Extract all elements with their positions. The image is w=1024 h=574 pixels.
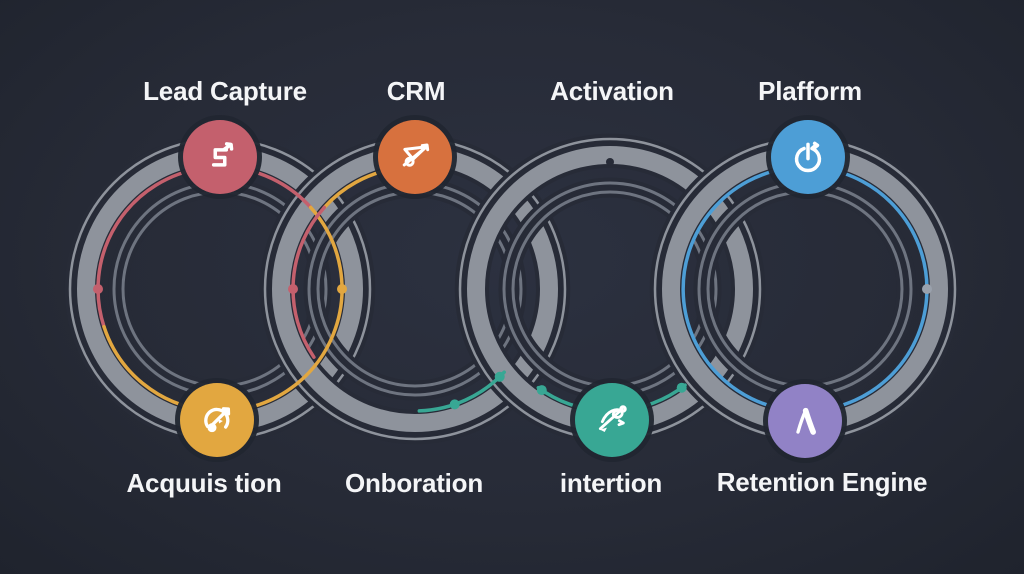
ring-1-accent-arc-red	[96, 166, 205, 329]
ring-3-top-notch	[606, 158, 614, 166]
badge-crm	[378, 120, 452, 194]
ring-2-accent-dot-red	[288, 284, 298, 294]
label-platform: Plafform	[758, 76, 862, 106]
ring-1-accent-dot-yellow	[337, 284, 347, 294]
platform-power-icon	[794, 141, 822, 173]
ring-2-accent-arc-red	[291, 205, 327, 359]
ring-4-accent-arc-blue	[681, 166, 794, 413]
ring-2-accent-dot-teal	[494, 371, 505, 382]
acquisition-gauge-icon	[204, 407, 231, 433]
badge-integration	[575, 383, 649, 457]
ring-3-accent-dot-teal	[676, 382, 687, 393]
label-onboarding: Onboration	[344, 468, 484, 498]
retention-lambda-icon	[796, 407, 816, 435]
badge-retention	[768, 384, 842, 458]
ring-1-accent-dot-red	[93, 284, 103, 294]
label-activation: Activation	[550, 76, 674, 106]
label-lead-capture: Lead Capture	[143, 76, 307, 106]
label-acquisition: Acquuis tion	[126, 468, 282, 498]
badge-platform	[771, 120, 845, 194]
ring-4-inner-circle	[697, 181, 913, 397]
label-crm: CRM	[386, 76, 446, 106]
label-integration: intertion	[559, 468, 663, 498]
integration-scribble-icon	[598, 405, 627, 432]
ring-1-accent-arc-yellow	[226, 205, 344, 413]
badge-acquisition	[180, 383, 254, 457]
label-retention: Retention Engine	[716, 467, 928, 497]
crm-funnel-icon	[402, 143, 430, 167]
ring-3-accent-dot-teal	[536, 385, 547, 396]
ring-4-accent-dot-gray_dot	[922, 284, 932, 294]
ring-2-accent-dot-teal	[449, 399, 460, 410]
lead-capture-icon	[211, 142, 234, 167]
badge-lead-capture	[183, 120, 257, 194]
